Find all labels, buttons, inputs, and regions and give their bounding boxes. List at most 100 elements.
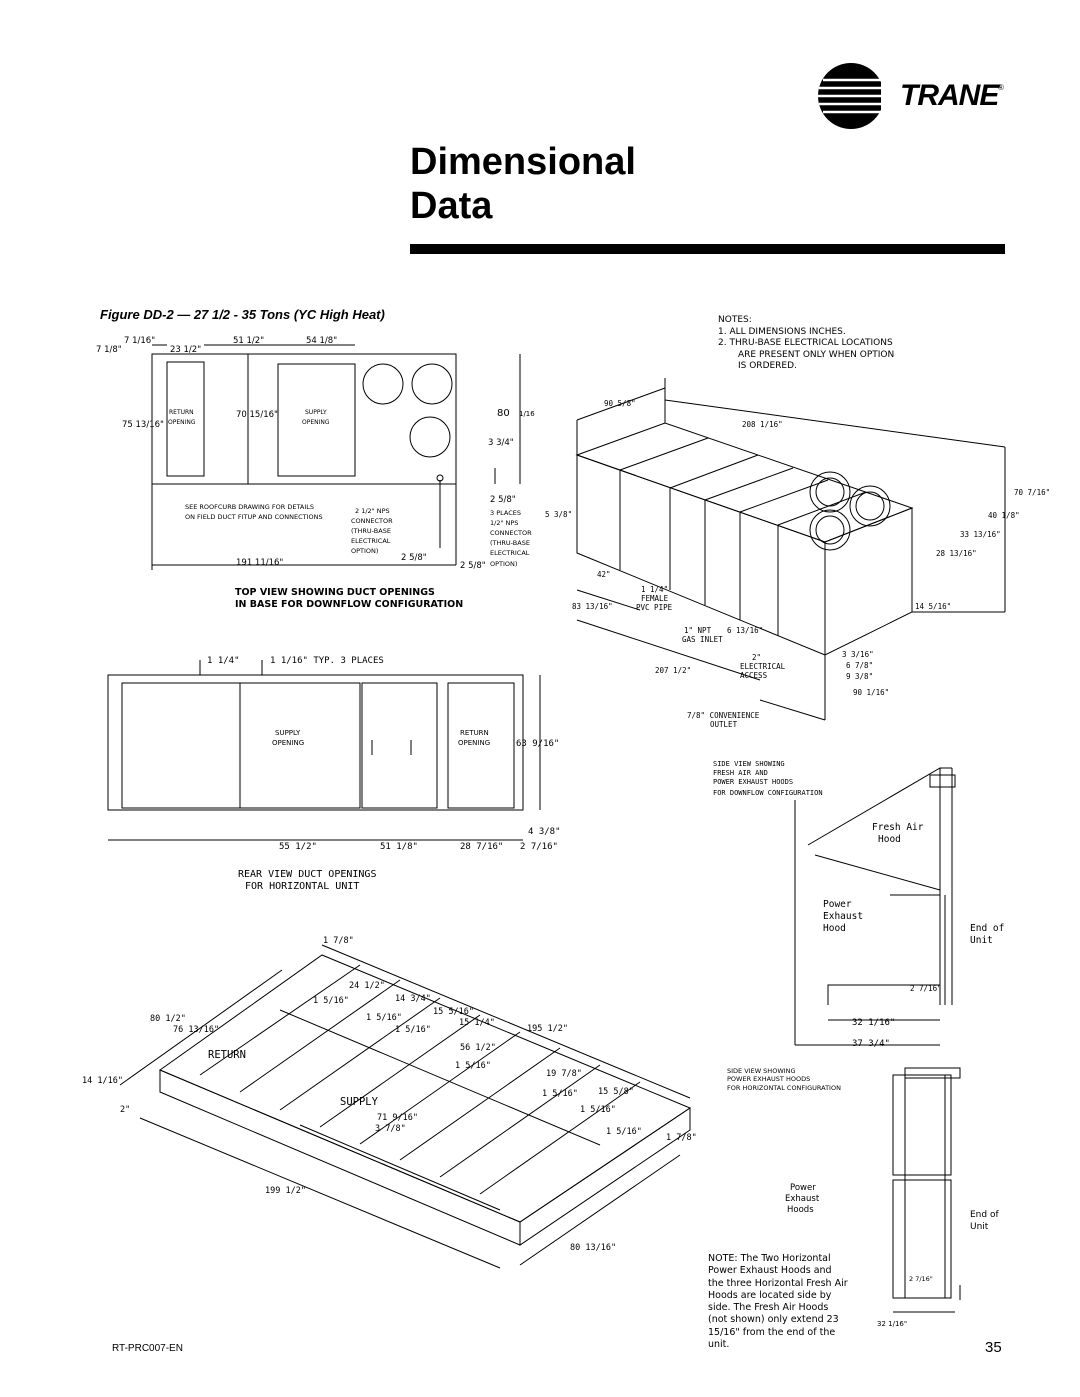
outlet-label: 7/8" CONVENIENCE bbox=[687, 711, 760, 720]
dim-label: 76 13/16" bbox=[173, 1025, 219, 1035]
end-of-unit-label: End of bbox=[970, 923, 1004, 934]
connector-label: 1/2" NPS bbox=[490, 519, 518, 527]
view-caption: FRESH AIR AND bbox=[713, 769, 768, 777]
dim-label: 7 1/16" bbox=[124, 336, 155, 346]
iso-view-labels: 90 5/8" 208 1/16" 70 7/16" 40 1/8" 33 13… bbox=[545, 399, 1050, 729]
dim-label: 80 1/2" bbox=[150, 1014, 186, 1024]
dim-label: 83 13/16" bbox=[572, 602, 613, 611]
dim-label: 1 5/16" bbox=[580, 1105, 616, 1115]
dim-label: 56 1/2" bbox=[460, 1043, 496, 1053]
dim-label: 70 15/16" bbox=[236, 410, 278, 420]
return-label: OPENING bbox=[168, 419, 196, 426]
dim-label: 1 7/8" bbox=[323, 936, 354, 946]
dim-label: 54 1/8" bbox=[306, 336, 337, 346]
dim-label: 80 bbox=[497, 408, 510, 419]
dim-label: 32 1/16" bbox=[852, 1018, 895, 1028]
electrical-label: ELECTRICAL bbox=[740, 662, 786, 671]
note-1: 1. ALL DIMENSIONS INCHES. bbox=[718, 326, 846, 337]
see-note: SEE ROOFCURB DRAWING FOR DETAILS bbox=[185, 503, 314, 511]
dim-label: 6 13/16" bbox=[727, 626, 763, 635]
dim-label: 1 5/16" bbox=[542, 1089, 578, 1099]
dim-label: 1 1/16" TYP. 3 PLACES bbox=[270, 656, 384, 666]
power-exhaust-label: Power bbox=[790, 1183, 816, 1193]
dim-label: 3 3/16" bbox=[842, 650, 874, 659]
dim-label: 40 1/8" bbox=[988, 511, 1020, 520]
note-2-cont: ARE PRESENT ONLY WHEN OPTION bbox=[738, 349, 895, 360]
view-caption: FOR HORIZONTAL CONFIGURATION bbox=[727, 1084, 841, 1092]
dim-label: 195 1/2" bbox=[527, 1024, 568, 1034]
dim-label: 28 13/16" bbox=[936, 549, 977, 558]
dim-label: 2" bbox=[752, 653, 761, 662]
supply-label: SUPPLY bbox=[305, 409, 327, 416]
rear-view-labels: 1 1/4" 1 1/16" TYP. 3 PLACES SUPPLY OPEN… bbox=[207, 656, 561, 892]
dim-label: 15 1/4" bbox=[459, 1018, 495, 1028]
dim-label: 2 7/16" bbox=[909, 1275, 933, 1283]
dim-label: 2 7/16" bbox=[910, 984, 942, 993]
view-caption: TOP VIEW SHOWING DUCT OPENINGS bbox=[235, 587, 435, 598]
dim-label: 37 3/4" bbox=[852, 1039, 890, 1049]
curb-view-labels: 1 7/8" 24 1/2" 1 5/16" 14 3/4" 80 1/2" 1… bbox=[82, 936, 697, 1253]
side-view-downflow-drawing bbox=[795, 768, 955, 1045]
title-line-1: Dimensional bbox=[410, 141, 636, 183]
title-rule bbox=[410, 244, 1005, 254]
connector-label: 3 PLACES bbox=[490, 509, 521, 517]
figure-caption: Figure DD-2 — 27 1/2 - 35 Tons (YC High … bbox=[100, 307, 385, 322]
supply-label: OPENING bbox=[272, 739, 304, 747]
dim-label: 32 1/16" bbox=[877, 1320, 907, 1328]
dim-label: 208 1/16" bbox=[742, 420, 783, 429]
gas-label: GAS INLET bbox=[682, 635, 723, 644]
view-caption: SIDE VIEW SHOWING bbox=[713, 760, 785, 768]
power-exhaust-label: Power bbox=[823, 899, 852, 910]
end-of-unit-label: Unit bbox=[970, 1222, 989, 1232]
note-2: 2. THRU-BASE ELECTRICAL LOCATIONS bbox=[718, 338, 893, 348]
dim-label: 23 1/2" bbox=[170, 345, 201, 355]
end-of-unit-label: End of bbox=[970, 1210, 999, 1220]
dim-label: 6 7/8" bbox=[846, 661, 873, 670]
view-caption: FOR HORIZONTAL UNIT bbox=[245, 881, 359, 892]
notes-block: NOTES: 1. ALL DIMENSIONS INCHES. 2. THRU… bbox=[718, 315, 894, 373]
end-of-unit-label: Unit bbox=[970, 935, 993, 946]
dim-label: 9 3/8" bbox=[846, 672, 873, 681]
return-label: RETURN bbox=[169, 409, 194, 416]
dim-label: 14 1/16" bbox=[82, 1076, 123, 1086]
dim-label: 3 3/4" bbox=[488, 438, 514, 448]
connector-label: ELECTRICAL bbox=[490, 549, 530, 557]
page-number: 35 bbox=[985, 1339, 1002, 1356]
dim-label: 70 7/16" bbox=[1014, 488, 1050, 497]
dim-label: 207 1/2" bbox=[655, 666, 691, 675]
dim-label: 199 1/2" bbox=[265, 1186, 306, 1196]
pipe-label: FEMALE bbox=[641, 594, 669, 603]
dim-label: 4 3/8" bbox=[528, 827, 561, 837]
dim-label: 1 5/16" bbox=[313, 996, 349, 1006]
note-2-end: IS ORDERED. bbox=[738, 361, 797, 371]
dim-label: 71 9/16" bbox=[377, 1113, 418, 1123]
title-line-2: Data bbox=[410, 185, 493, 227]
power-exhaust-label: Exhaust bbox=[785, 1194, 820, 1204]
dim-label: 90 5/8" bbox=[604, 399, 636, 408]
dim-label: 80 13/16" bbox=[570, 1243, 616, 1253]
dim-label: 5 3/8" bbox=[545, 510, 572, 519]
side-view-horizontal-drawing bbox=[893, 1068, 960, 1312]
dim-label: 1 1/4" bbox=[207, 656, 240, 666]
supply-label: SUPPLY bbox=[340, 1096, 379, 1108]
dim-label: 3 7/8" bbox=[375, 1124, 406, 1134]
power-exhaust-label: Exhaust bbox=[823, 911, 863, 922]
isometric-view-drawing bbox=[577, 378, 1005, 720]
return-label: RETURN bbox=[460, 729, 489, 737]
connector-label: OPTION) bbox=[490, 560, 517, 568]
horizontal-hoods-note: NOTE: The Two Horizontal Power Exhaust H… bbox=[708, 1253, 848, 1351]
power-exhaust-label: Hood bbox=[823, 923, 846, 934]
page-title: Dimensional Data bbox=[410, 140, 636, 228]
electrical-label: ACCESS bbox=[740, 671, 768, 680]
return-label: OPENING bbox=[458, 739, 490, 747]
dim-label: 63 9/16" bbox=[516, 739, 559, 749]
dim-label: 33 13/16" bbox=[960, 530, 1001, 539]
dim-label: 15 5/8" bbox=[598, 1087, 634, 1097]
return-label: RETURN bbox=[208, 1049, 246, 1061]
view-caption: REAR VIEW DUCT OPENINGS bbox=[238, 869, 376, 880]
dim-label: 28 7/16" bbox=[460, 842, 503, 852]
fresh-air-label: Hood bbox=[878, 834, 901, 845]
side-view2-labels: SIDE VIEW SHOWING POWER EXHAUST HOODS FO… bbox=[727, 1067, 999, 1328]
pipe-label: PVC PIPE bbox=[636, 603, 673, 612]
